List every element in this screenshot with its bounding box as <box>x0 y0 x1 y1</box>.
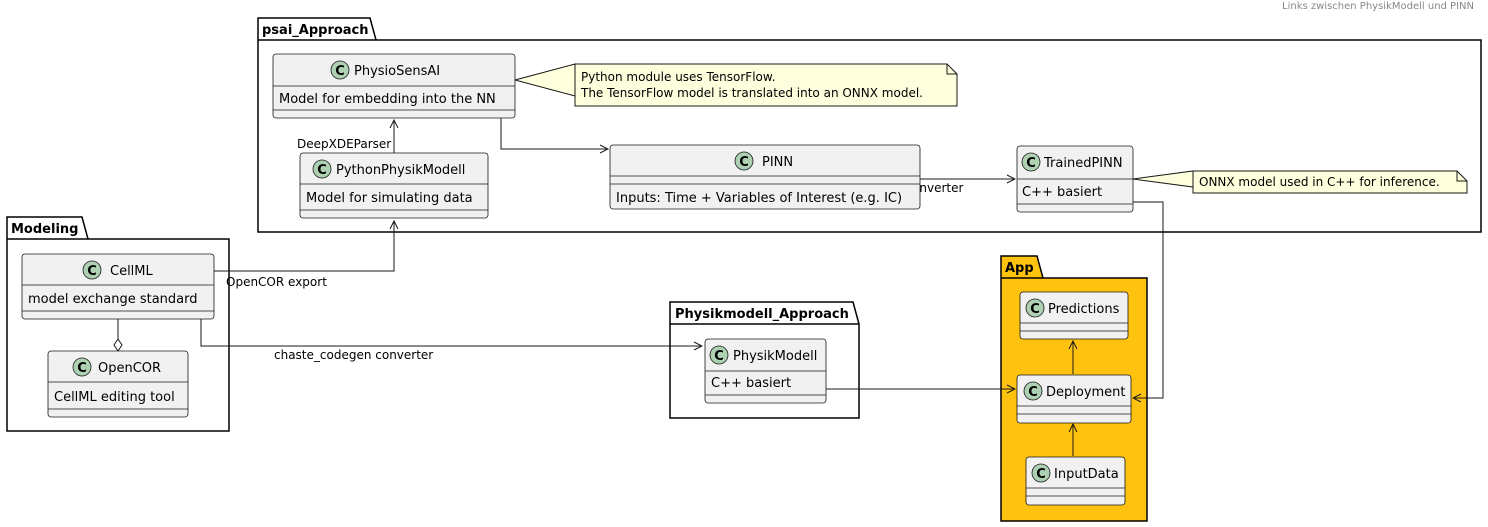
class-c-icon: C <box>82 260 102 280</box>
svg-text:C: C <box>714 349 724 364</box>
class-physikmodell[interactable]: C PhysikModell C++ basiert <box>704 338 827 404</box>
class-trainedpinn-desc: C++ basiert <box>1022 185 1102 200</box>
class-opencor[interactable]: C OpenCOR CellML editing tool <box>47 350 189 418</box>
class-c-icon: C <box>1025 298 1045 318</box>
class-predictions-name: Predictions <box>1048 302 1120 317</box>
class-opencor-desc: CellML editing tool <box>54 390 175 405</box>
svg-text:C: C <box>1030 302 1040 317</box>
edge-trainedpinn-to-deployment <box>1133 201 1164 398</box>
class-physiosensai-desc: Model for embedding into the NN <box>279 92 496 107</box>
class-pinn-desc: Inputs: Time + Variables of Interest (e.… <box>616 191 902 206</box>
class-pythonphysik-name: PythonPhysikModell <box>336 163 465 178</box>
class-physikmodell-name: PhysikModell <box>733 349 817 364</box>
package-physik-label: Physikmodell_Approach <box>675 307 849 322</box>
class-cellml[interactable]: C CellML model exchange standard <box>21 253 215 320</box>
class-c-icon: C <box>1031 463 1051 483</box>
edge-physiosensai-to-pinn <box>500 118 608 149</box>
package-psai-label: psai_Approach <box>262 23 369 38</box>
class-deployment-name: Deployment <box>1046 385 1126 400</box>
package-modeling: Modeling <box>6 216 230 432</box>
svg-text:C: C <box>1028 385 1038 400</box>
class-c-icon: C <box>734 151 754 171</box>
svg-text:C: C <box>1036 467 1046 482</box>
class-predictions[interactable]: C Predictions <box>1019 291 1129 340</box>
class-trainedpinn-name: TrainedPINN <box>1043 156 1123 171</box>
aggregation-diamond-icon <box>113 338 123 352</box>
note-physiosensai-line2: The TensorFlow model is translated into … <box>580 86 923 100</box>
class-inputdata[interactable]: C InputData <box>1025 456 1126 506</box>
svg-text:C: C <box>317 163 327 178</box>
edge-cellml-to-python <box>214 221 394 272</box>
svg-text:C: C <box>739 155 749 170</box>
note-trainedpinn-text: ONNX model used in C++ for inference. <box>1199 175 1440 189</box>
note-trainedpinn: ONNX model used in C++ for inference. <box>1192 170 1468 194</box>
svg-text:C: C <box>1026 156 1036 171</box>
package-physikmodell-approach: Physikmodell_Approach <box>669 301 860 419</box>
class-c-icon: C <box>72 357 92 377</box>
note-physiosensai: Python module uses TensorFlow. The Tenso… <box>574 63 958 107</box>
svg-text:C: C <box>77 361 87 376</box>
class-cellml-name: CellML <box>110 264 154 279</box>
package-modeling-label: Modeling <box>11 222 78 237</box>
class-trainedpinn[interactable]: C TrainedPINN C++ basiert <box>1016 145 1134 213</box>
class-cellml-desc: model exchange standard <box>28 292 197 307</box>
class-c-icon: C <box>1023 381 1043 401</box>
package-app-label: App <box>1005 261 1034 276</box>
class-pinn-name: PINN <box>762 155 793 170</box>
edge-label-chaste: chaste_codegen converter <box>274 348 433 362</box>
diagram-header: Links zwischen PhysikModell und PINN <box>1282 1 1474 12</box>
svg-text:C: C <box>87 264 97 279</box>
class-c-icon: C <box>312 159 332 179</box>
class-opencor-name: OpenCOR <box>98 361 161 376</box>
note-connector-trainedpinn <box>1132 170 1194 188</box>
class-c-icon: C <box>709 345 729 365</box>
class-inputdata-name: InputData <box>1054 467 1119 482</box>
note-physiosensai-line1: Python module uses TensorFlow. <box>581 70 775 84</box>
edge-label-opencor-export: OpenCOR export <box>226 275 327 289</box>
class-pinn[interactable]: C PINN Inputs: Time + Variables of Inter… <box>609 144 921 210</box>
package-psai-approach: psai_Approach <box>257 17 1482 233</box>
class-deployment[interactable]: C Deployment <box>1016 374 1132 424</box>
class-c-icon: C <box>330 60 350 80</box>
edge-label-deepxde: DeepXDEParser <box>297 137 391 151</box>
class-pythonphysikmodell[interactable]: C PythonPhysikModell Model for simulatin… <box>299 152 489 219</box>
class-pythonphysik-desc: Model for simulating data <box>306 191 473 206</box>
edge-cellml-to-physikmodell <box>200 319 702 346</box>
class-physikmodell-desc: C++ basiert <box>711 376 791 391</box>
note-connector-physiosensai <box>513 63 576 97</box>
class-physiosensai[interactable]: C PhysioSensAI Model for embedding into … <box>272 53 516 119</box>
class-c-icon: C <box>1021 152 1041 172</box>
class-physiosensai-name: PhysioSensAI <box>354 64 440 79</box>
svg-text:C: C <box>335 64 345 79</box>
